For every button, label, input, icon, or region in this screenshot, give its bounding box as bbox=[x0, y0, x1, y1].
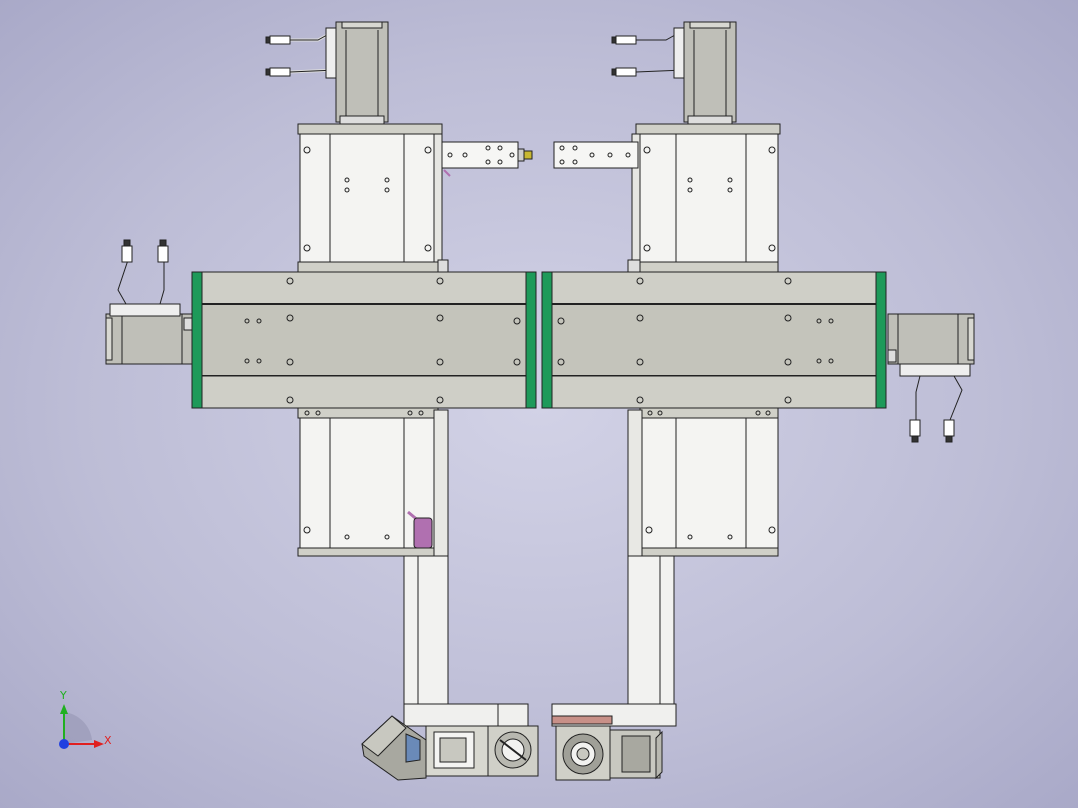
left-rotary-gripper-head[interactable] bbox=[361, 715, 539, 781]
right-top-motor-cables bbox=[611, 27, 685, 79]
right-z-column[interactable] bbox=[551, 555, 677, 727]
right-x-axis-servo-motor[interactable] bbox=[887, 313, 975, 377]
left-lower-y-axis-module[interactable] bbox=[297, 407, 449, 701]
right-x-axis-linear-module[interactable] bbox=[541, 271, 887, 409]
left-x-motor-cables bbox=[117, 239, 169, 305]
y-axis-label: Y bbox=[59, 689, 67, 702]
right-upper-y-axis-module[interactable] bbox=[627, 123, 781, 273]
right-bracket-plate bbox=[553, 141, 639, 169]
left-x-axis-servo-motor[interactable] bbox=[105, 303, 193, 365]
left-upper-y-axis-module[interactable] bbox=[297, 123, 449, 273]
left-z-column[interactable] bbox=[403, 555, 529, 727]
right-top-servo-motor[interactable] bbox=[683, 21, 737, 125]
left-x-axis-linear-module[interactable] bbox=[191, 271, 537, 409]
right-x-motor-cables bbox=[909, 375, 963, 443]
left-proximity-sensor bbox=[407, 510, 433, 549]
left-top-servo-motor[interactable] bbox=[335, 21, 389, 125]
x-axis-label: X bbox=[104, 734, 112, 747]
left-top-motor-cables bbox=[265, 27, 337, 79]
left-bracket-plate bbox=[441, 141, 533, 177]
right-rotary-gripper-head[interactable] bbox=[555, 725, 663, 781]
coordinate-triad: Y X bbox=[59, 689, 112, 749]
